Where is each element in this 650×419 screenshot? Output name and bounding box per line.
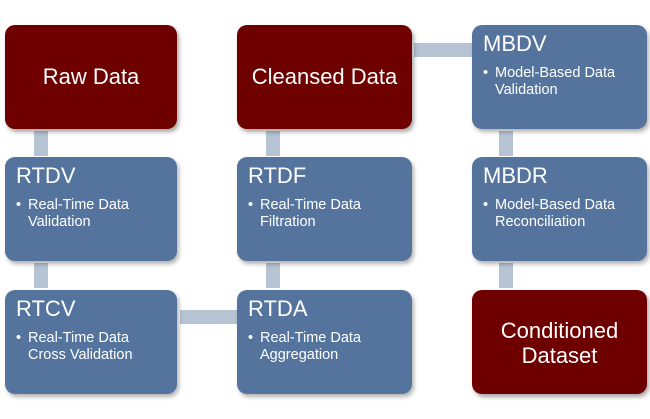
- rtdf-box: RTDF • Real-Time Data Filtration: [237, 157, 412, 261]
- rtcv-title: RTCV: [16, 296, 76, 321]
- connector-cleansed-data-to-mbdv: [414, 43, 472, 57]
- rtcv-box: RTCV • Real-Time Data Cross Validation: [5, 290, 177, 394]
- connector-mbdr-to-conditioned-dataset: [499, 263, 513, 288]
- rtdf-description-text: Real-Time Data Filtration: [260, 197, 361, 230]
- rtda-box: RTDA • Real-Time Data Aggregation: [237, 290, 412, 394]
- mbdv-title: MBDV: [483, 31, 547, 56]
- connector-rtdv-to-rtcv: [34, 263, 48, 288]
- mbdr-title: MBDR: [483, 163, 548, 188]
- bullet-icon: •: [248, 197, 254, 213]
- raw-data-label: Raw Data: [42, 64, 140, 89]
- conditioned-dataset-label: Conditioned Dataset: [500, 318, 619, 368]
- bullet-icon: •: [16, 197, 22, 213]
- rtcv-description-text: Real-Time Data Cross Validation: [28, 330, 133, 363]
- mbdv-box: MBDV • Model-Based Data Validation: [472, 25, 647, 129]
- mbdr-description-text: Model-Based Data Reconciliation: [495, 197, 616, 230]
- rtdv-description-text: Real-Time Data Validation: [28, 197, 129, 230]
- raw-data-box: Raw Data: [5, 25, 177, 129]
- conditioned-dataset-box: Conditioned Dataset: [472, 290, 647, 394]
- rtda-description-text: Real-Time Data Aggregation: [260, 330, 361, 363]
- rtda-title: RTDA: [248, 296, 308, 321]
- bullet-icon: •: [16, 330, 22, 346]
- connector-rtdf-to-cleansed-data: [266, 131, 280, 156]
- connector-raw-data-to-rtdv: [34, 131, 48, 156]
- connector-rtda-to-rtdf: [266, 263, 280, 288]
- bullet-icon: •: [483, 197, 489, 213]
- mbdr-box: MBDR • Model-Based Data Reconciliation: [472, 157, 647, 261]
- mbdv-description-text: Model-Based Data Validation: [495, 65, 616, 98]
- rtdv-box: RTDV • Real-Time Data Validation: [5, 157, 177, 261]
- cleansed-data-box: Cleansed Data: [237, 25, 412, 129]
- connector-mbdv-to-mbdr: [499, 131, 513, 156]
- rtdv-title: RTDV: [16, 163, 76, 188]
- bullet-icon: •: [483, 65, 489, 81]
- rtdf-title: RTDF: [248, 163, 307, 188]
- cleansed-data-label: Cleansed Data: [251, 64, 398, 89]
- bullet-icon: •: [248, 330, 254, 346]
- connector-rtcv-to-rtda: [180, 310, 237, 324]
